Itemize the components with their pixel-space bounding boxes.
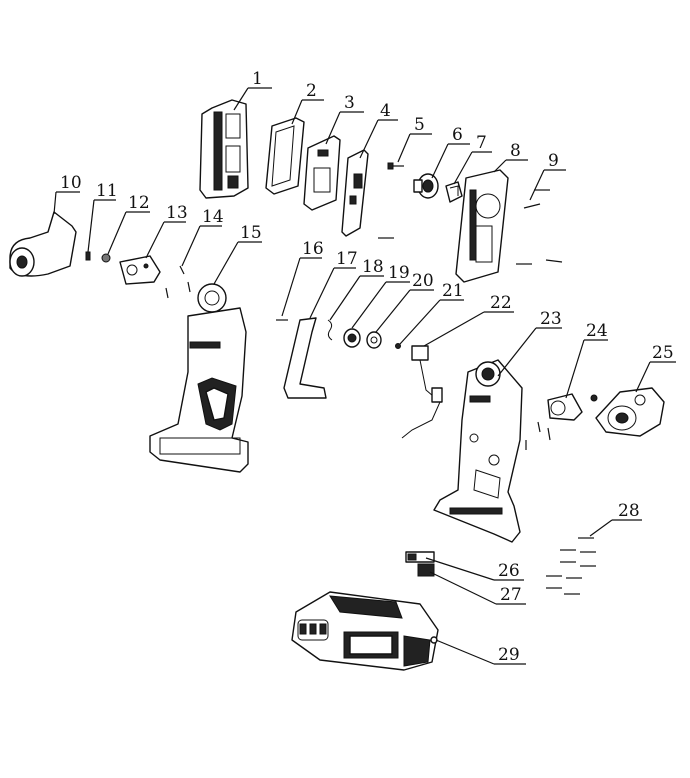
part-17-hook (283, 317, 327, 399)
part-21-screw (395, 343, 401, 349)
callout-21: 21 (442, 281, 464, 301)
callout-22: 22 (490, 293, 512, 313)
part-13-bracket (119, 255, 161, 285)
part-5-screw (387, 162, 404, 170)
part-12-nut (101, 253, 111, 263)
callout-26: 26 (498, 561, 520, 581)
part-7-clip (445, 181, 463, 203)
part-26-connector (405, 551, 435, 563)
part-6-knob (413, 173, 439, 199)
callout-20: 20 (412, 271, 434, 291)
callout-12: 12 (128, 193, 150, 213)
callout-25: 25 (652, 343, 674, 363)
part-20-washer (366, 331, 382, 349)
part-1-frame (199, 99, 249, 199)
part-19-bushing (343, 328, 361, 348)
callout-3: 3 (344, 93, 355, 113)
callout-27: 27 (500, 585, 522, 605)
callout-17: 17 (336, 249, 358, 269)
callout-6: 6 (452, 125, 463, 145)
callout-1: 1 (252, 69, 263, 89)
part-3-plate (303, 135, 341, 211)
callout-4: 4 (380, 101, 391, 121)
callout-29: 29 (498, 645, 520, 665)
callout-7: 7 (476, 133, 487, 153)
callout-8: 8 (510, 141, 521, 161)
part-10-nose-cap (9, 211, 77, 277)
part-22-switch (401, 345, 443, 439)
callout-2: 2 (306, 81, 317, 101)
part-23-main-housing (433, 359, 523, 543)
part-14-screws (165, 265, 191, 299)
callout-18: 18 (362, 257, 384, 277)
part-9-screws (378, 189, 563, 265)
callout-23: 23 (540, 309, 562, 329)
part-15-handle-housing (149, 283, 249, 473)
part-29-battery (291, 591, 439, 671)
callout-5: 5 (414, 115, 425, 135)
part-2-gasket (265, 117, 305, 195)
callout-15: 15 (240, 223, 262, 243)
part-4-board (341, 149, 369, 237)
part-18-spring (327, 319, 333, 341)
callout-19: 19 (388, 263, 410, 283)
part-24-gear-cover (525, 393, 598, 450)
callout-16: 16 (302, 239, 324, 259)
callout-24: 24 (586, 321, 608, 341)
part-8-housing (455, 169, 509, 283)
part-11-pin (85, 251, 91, 261)
leader-lines (53, 87, 676, 665)
part-25-gear-housing (595, 387, 665, 437)
part-27-block (417, 563, 435, 577)
callout-28: 28 (618, 501, 640, 521)
callout-13: 13 (166, 203, 188, 223)
callout-10: 10 (60, 173, 82, 193)
callout-14: 14 (202, 207, 224, 227)
callout-labels: 1 2 3 4 5 6 7 8 9 10 11 12 13 14 15 16 1… (60, 69, 674, 665)
callout-9: 9 (548, 151, 559, 171)
callout-11: 11 (96, 181, 118, 201)
part-28-screw-set (546, 537, 596, 595)
